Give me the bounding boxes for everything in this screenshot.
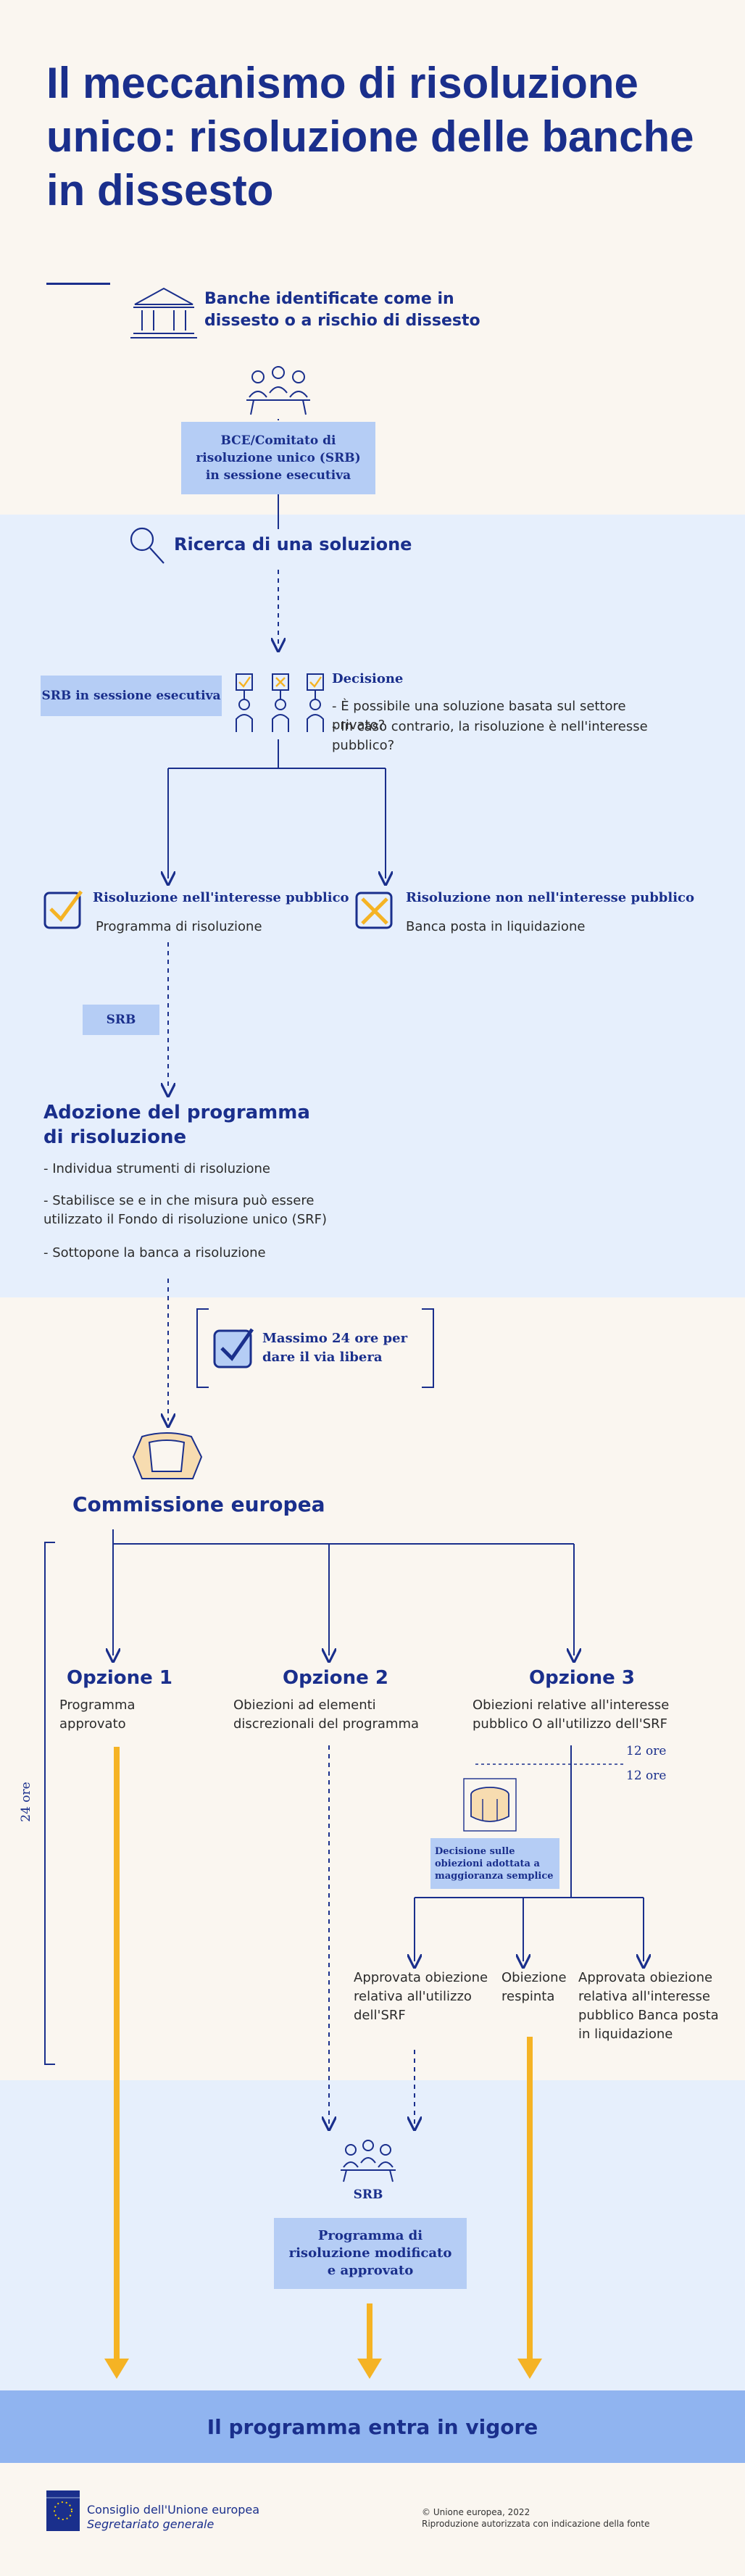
option-3-text: Obiezioni relative all'interesse pubblic… (473, 1698, 670, 1732)
outcome-rejected: Obiezione respinta (501, 1970, 567, 2004)
side-24-hours: 24 ore (19, 1782, 33, 1822)
search-solution: Ricerca di una soluzione (174, 534, 412, 554)
decision-title: Decisione (332, 671, 404, 686)
title-divider (46, 283, 110, 285)
council-decision-box: Decisione sulle obiezioni adottata a mag… (430, 1838, 559, 1889)
outcome-srf-objection: Approvata obiezione relativa all'utilizz… (354, 1970, 488, 2023)
public-interest-sub: Programma di risoluzione (96, 919, 262, 934)
option-1-title: Opzione 1 (67, 1667, 172, 1689)
council-icon (463, 1778, 517, 1832)
srb-box: SRB (83, 1005, 159, 1035)
ecb-srb-box: BCE/Comitato di risoluzione unico (SRB) … (181, 422, 375, 494)
option-2-title: Opzione 2 (283, 1667, 388, 1689)
public-interest-title: Risoluzione nell'interesse pubblico (93, 890, 349, 905)
footer-copyright-text: © Unione europea, 2022 (422, 2507, 530, 2517)
decision-question-1: - È possibile una soluzione basata sul s… (332, 699, 626, 733)
adoption-title: Adozione del programma di risoluzione (43, 1102, 310, 1148)
adoption-item-1: - Individua strumenti di risoluzione (43, 1161, 270, 1176)
gold-arrows (104, 1747, 542, 2379)
no-public-interest-sub: Banca posta in liquidazione (406, 919, 586, 934)
adoption-item-3: - Sottopone la banca a risoluzione (43, 1245, 266, 1260)
banks-identified: Banche identificate come in dissesto o a… (204, 290, 480, 330)
srb-exec-box: SRB in sessione esecutiva (41, 676, 222, 716)
cross-icon (355, 892, 393, 929)
hours-12-bottom: 12 ore (626, 1769, 667, 1783)
option-2-text: Obiezioni ad elementi discrezionali del … (233, 1698, 420, 1732)
no-public-interest-title: Risoluzione non nell'interesse pubblico (406, 890, 695, 905)
eu-logo (46, 2490, 80, 2531)
srb-bottom-label: SRB (353, 2187, 383, 2202)
meeting-icon-bottom (341, 2140, 396, 2182)
commission-icon (132, 1432, 203, 1479)
band-commission (0, 1297, 745, 2080)
max-24-hours: Massimo 24 ore per dare il via libera (262, 1331, 408, 1365)
footer-copyright: © Unione europea, 2022 Riproduzione auto… (422, 2506, 649, 2530)
bank-icon (130, 287, 197, 338)
programme-in-force: Il programma entra in vigore (0, 2390, 745, 2463)
option-3-title: Opzione 3 (529, 1667, 635, 1689)
check-icon (43, 890, 83, 929)
outcome-public-interest-objection: Approvata obiezione relativa all'interes… (578, 1970, 719, 2042)
check-icon-small (213, 1328, 254, 1368)
footer-org: Consiglio dell'Unione europea Segretaria… (87, 2503, 259, 2532)
footer-dept: Segretariato generale (87, 2517, 215, 2531)
adoption-item-2: - Stabilisce se e in che misura può esse… (43, 1193, 327, 1227)
meeting-icon (246, 366, 310, 415)
page-title: Il meccanismo di risoluzione unico: riso… (46, 59, 694, 215)
band-srb (0, 515, 745, 1297)
footer-org-name: Consiglio dell'Unione europea (87, 2503, 260, 2517)
voting-icon (236, 673, 324, 732)
commission-title: Commissione europea (72, 1492, 325, 1516)
hours-12-top: 12 ore (626, 1744, 667, 1758)
option-1-text: Programma approvato (59, 1698, 136, 1732)
decision-question-2: - In caso contrario, la risoluzione è ne… (332, 719, 648, 753)
magnifier-icon (130, 527, 165, 564)
footer-rights-text: Riproduzione autorizzata con indicazione… (422, 2519, 650, 2529)
modified-programme-box: Programma di risoluzione modificato e ap… (274, 2218, 467, 2289)
